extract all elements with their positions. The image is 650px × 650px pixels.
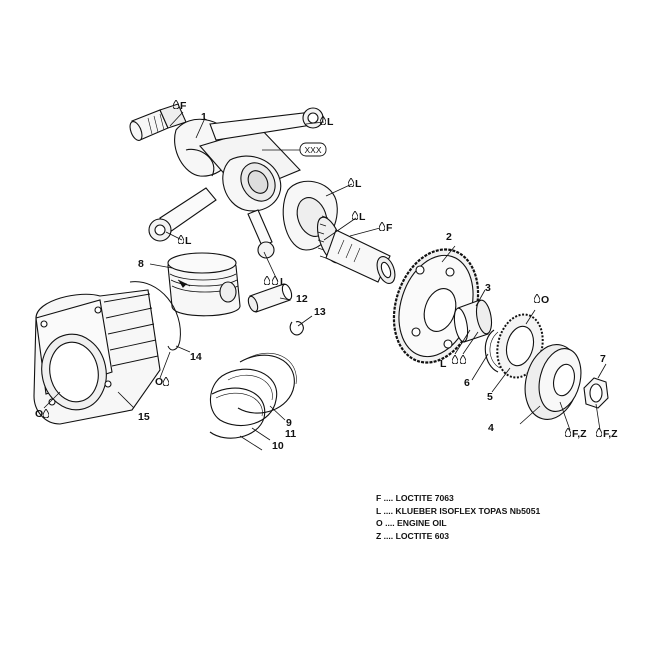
part-number-6: 6 xyxy=(464,377,470,389)
lube-marker-crank-journal: L xyxy=(352,211,366,223)
lube-marker-nut: F,Z xyxy=(596,428,618,440)
legend-item-l: L .... KLUEBER ISOFLEX TOPAS Nb5051 xyxy=(376,505,541,516)
part-number-9: 9 xyxy=(286,417,292,429)
svg-text:F: F xyxy=(180,100,187,112)
svg-text:L: L xyxy=(327,116,334,128)
snap-ring xyxy=(484,329,501,373)
lube-marker-liner: O xyxy=(155,376,169,388)
lube-marker-crank-right: F xyxy=(379,222,393,234)
part-number-3: 3 xyxy=(485,282,491,294)
legend-item-z: Z .... LOCTITE 603 xyxy=(376,530,450,541)
part-number-15: 15 xyxy=(138,411,150,423)
part-number-2: 2 xyxy=(446,231,452,243)
part-number-14: 14 xyxy=(190,351,202,363)
part-number-12: 12 xyxy=(296,293,308,305)
lube-marker-hub: F,Z xyxy=(565,428,587,440)
hex-nut xyxy=(583,377,609,409)
xxx-callout: XXX xyxy=(262,142,327,157)
freewheel-hub xyxy=(524,344,582,420)
lube-marker-crank-mid: L xyxy=(348,178,362,190)
part-number-13: 13 xyxy=(314,306,326,318)
gear-bushing xyxy=(453,299,493,343)
xxx-label: XXX xyxy=(304,145,321,155)
svg-text:O: O xyxy=(541,294,549,306)
lube-marker-conrod-left: L xyxy=(178,235,192,247)
svg-text:L: L xyxy=(355,178,362,190)
lube-marker-bushing: L xyxy=(440,355,466,370)
svg-text:O: O xyxy=(155,376,163,388)
cylinder xyxy=(33,289,161,425)
svg-text:O: O xyxy=(35,408,43,420)
legend-item-f: F .... LOCTITE 7063 xyxy=(376,493,454,503)
svg-text:F: F xyxy=(386,222,393,234)
part-number-8: 8 xyxy=(138,258,144,270)
svg-text:F,Z: F,Z xyxy=(603,428,618,440)
svg-text:F,Z: F,Z xyxy=(572,428,587,440)
lube-marker-crank-left: F xyxy=(173,100,187,112)
lube-marker-freewheel: O xyxy=(534,294,549,306)
svg-text:L: L xyxy=(280,276,287,288)
piston-rings xyxy=(209,352,297,439)
part-number-11: 11 xyxy=(285,428,296,440)
lube-marker-conrod-top: L xyxy=(320,116,334,128)
legend-item-o: O .... ENGINE OIL xyxy=(376,518,447,529)
svg-text:L: L xyxy=(440,358,447,370)
circlip xyxy=(289,321,304,336)
part-number-7: 7 xyxy=(600,353,606,365)
lube-marker-cylinder: O xyxy=(35,408,49,420)
part-number-10: 10 xyxy=(272,440,284,452)
lubricant-legend: F .... LOCTITE 7063 L .... KLUEBER ISOFL… xyxy=(376,492,540,542)
part-number-5: 5 xyxy=(487,391,493,403)
piston-pin xyxy=(247,283,293,313)
part-number-1: 1 xyxy=(201,111,207,123)
lube-marker-piston-pin: L xyxy=(264,276,287,288)
crankshaft xyxy=(129,103,396,284)
svg-text:L: L xyxy=(185,235,192,247)
part-number-4: 4 xyxy=(488,422,494,434)
svg-text:L: L xyxy=(359,211,366,223)
piston xyxy=(167,252,241,317)
cylinder-liner-ring xyxy=(129,281,181,351)
